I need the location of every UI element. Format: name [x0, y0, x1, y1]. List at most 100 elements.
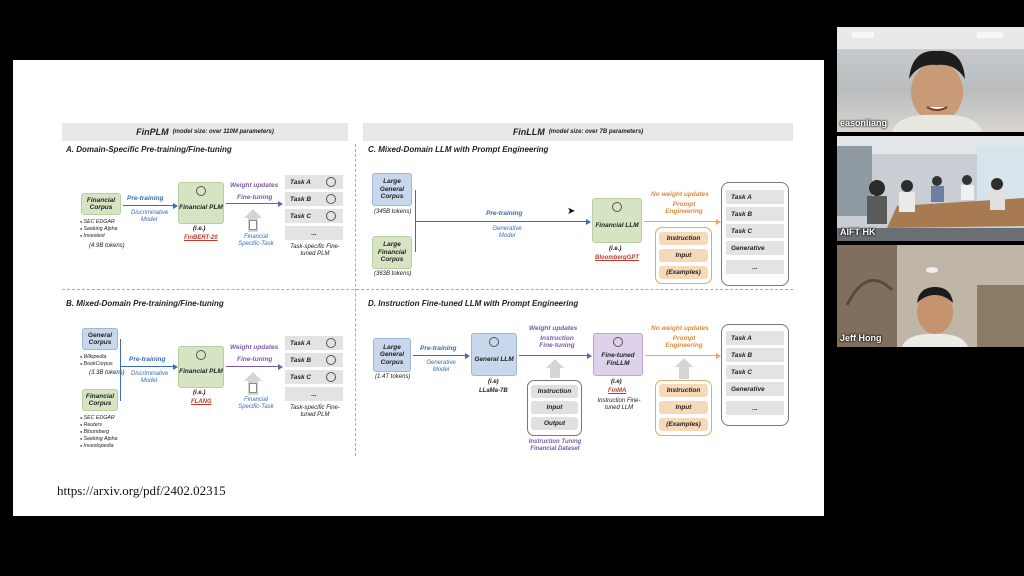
finplm-subtitle: (model size: over 110M parameters) [172, 129, 274, 135]
a-up-arrow [244, 209, 262, 218]
brain-icon [326, 211, 336, 221]
participant-video-feed [837, 27, 1024, 132]
d-task-frame [721, 324, 789, 426]
c-task: Generative [726, 241, 784, 255]
d-dataset-item: Input [531, 401, 578, 414]
d-finetune-arrow [519, 355, 587, 357]
c-task: ... [726, 260, 784, 274]
brain-icon [613, 337, 623, 347]
section-d-title: D. Instruction Fine-tuned LLM with Promp… [368, 299, 579, 308]
a-pretrain-arrow [123, 205, 173, 207]
horizontal-divider [62, 289, 793, 290]
finplm-header: FinPLM (model size: over 110M parameters… [62, 123, 348, 141]
b-weight-updates: Weight updates [230, 344, 279, 351]
c-task-frame [721, 182, 789, 286]
c-pretrain-arrowhead [586, 219, 591, 225]
c-pretraining-label: Pre-training [486, 210, 523, 217]
b-pretrain-arrowhead [173, 364, 178, 370]
c-prompt-engineering: Prompt Engineering [665, 201, 703, 216]
d-ie1: (i.e) [488, 379, 499, 385]
c-prompt-item: Instruction [659, 232, 708, 245]
b-financial-corpus: Financial Corpus [82, 389, 118, 411]
vertical-divider [355, 144, 356, 456]
a-pretrain-arrowhead [173, 203, 178, 209]
c-no-weight-updates: No weight updates [651, 191, 709, 198]
b-finetune-arrowhead [278, 364, 283, 370]
participant-name: AIFT HK [840, 227, 876, 237]
d-task: ... [726, 401, 784, 415]
participant-tile-aift-hk[interactable]: AIFT HK [837, 136, 1024, 241]
section-a-title: A. Domain-Specific Pre-training/Fine-tun… [66, 145, 232, 154]
participant-tile-jeff-hong[interactable]: Jeff Hong [837, 245, 1024, 347]
brain-icon [326, 194, 336, 204]
b-general-corpus: General Corpus [82, 328, 118, 350]
source-item: Wikipedia [80, 354, 113, 361]
c-prompt-frame [655, 227, 712, 284]
c-pretrain-arrow [416, 221, 586, 223]
d-prompt-item: (Examples) [659, 418, 708, 431]
c-gen-model: Generative Model [492, 226, 522, 239]
participant-video-feed [837, 136, 1024, 241]
b-pretrain-arrow [121, 366, 173, 368]
participant-name: easonliang [840, 118, 888, 128]
a-disc-model: Discriminative Model [131, 210, 169, 223]
b-pretraining-label: Pre-training [129, 356, 166, 363]
participant-tile-easonliang[interactable]: easonliang [837, 27, 1024, 132]
c-large-financial-corpus: Large Financial Corpus [372, 236, 412, 269]
d-pretraining-label: Pre-training [420, 345, 457, 352]
brain-icon [326, 355, 336, 365]
b-finetune-arrow [226, 366, 278, 368]
d-model2: FinMA [608, 388, 627, 394]
finllm-title: FinLLM [512, 127, 545, 137]
b-fin-sources: SEC EDGAR Reuters Bloomberg Seeking Alph… [80, 415, 118, 449]
a-tokens: (4.9B tokens) [89, 243, 125, 249]
d-prompt-item: Input [659, 401, 708, 414]
c-task: Task C [726, 224, 784, 238]
b-finetuning: Fine-tuning [237, 356, 273, 363]
a-corpus-sources: SEC EDGAR Seeking Alpha Investext [80, 219, 118, 240]
d-task: Generative [726, 382, 784, 396]
shared-slide: FinPLM (model size: over 110M parameters… [13, 60, 824, 516]
a-pretraining-label: Pre-training [127, 195, 164, 202]
c-task: Task A [726, 190, 784, 204]
b-specific-task: Financial Specific-Task [238, 397, 274, 410]
b-up-arrow [244, 372, 262, 381]
d-pretrain-arrow [413, 355, 465, 357]
b-task-caption: Task-specific Fine-tuned PLM [290, 405, 340, 418]
c-prompt-item: Input [659, 249, 708, 262]
a-task-caption: Task-specific Fine-tuned PLM [290, 244, 340, 257]
c-task: Task B [726, 207, 784, 221]
d-dataset-item: Output [531, 417, 578, 430]
b-ie: (i.e.) [193, 390, 206, 396]
d-dataset-caption: Instruction Tuning Financial Dataset [528, 439, 582, 452]
d-finetune-arrowhead [587, 353, 592, 359]
participant-name: Jeff Hong [840, 333, 882, 343]
a-finetune-arrow [226, 203, 278, 205]
brain-icon [326, 177, 336, 187]
c-fin-tokens: (363B tokens) [374, 271, 412, 277]
section-b-title: B. Mixed-Domain Pre-training/Fine-tuning [66, 299, 224, 308]
c-prompt-arrowhead [716, 219, 721, 225]
d-prompt-frame [655, 380, 712, 436]
c-large-general-corpus: Large General Corpus [372, 173, 412, 206]
c-merge-line [415, 190, 417, 252]
d-up-arrow [546, 359, 564, 368]
c-ie: (i.e.) [609, 246, 622, 252]
source-item: Investext [80, 233, 118, 240]
d-up-arrow2 [675, 358, 693, 367]
b-general-sources: Wikipedia BookCorpus [80, 354, 113, 368]
c-general-tokens: (345B tokens) [374, 209, 412, 215]
d-prompt-engineering: Prompt Engineering [665, 335, 703, 350]
b-task: ... [285, 387, 343, 401]
section-c-title: C. Mixed-Domain LLM with Prompt Engineer… [368, 145, 549, 154]
finllm-header: FinLLM (model size: over 7B parameters) [363, 123, 793, 141]
d-pretrain-arrowhead [465, 353, 470, 359]
source-item: Bloomberg [80, 429, 118, 436]
brain-icon [612, 202, 622, 212]
d-model2-caption: Instruction Fine-tuned LLM [597, 398, 641, 411]
source-item: SEC EDGAR [80, 415, 118, 422]
d-model1: LLaMa-7B [479, 388, 508, 394]
d-task: Task A [726, 331, 784, 345]
mouse-cursor-icon: ➤ [567, 206, 576, 217]
d-ie2: (i.e) [611, 379, 622, 385]
